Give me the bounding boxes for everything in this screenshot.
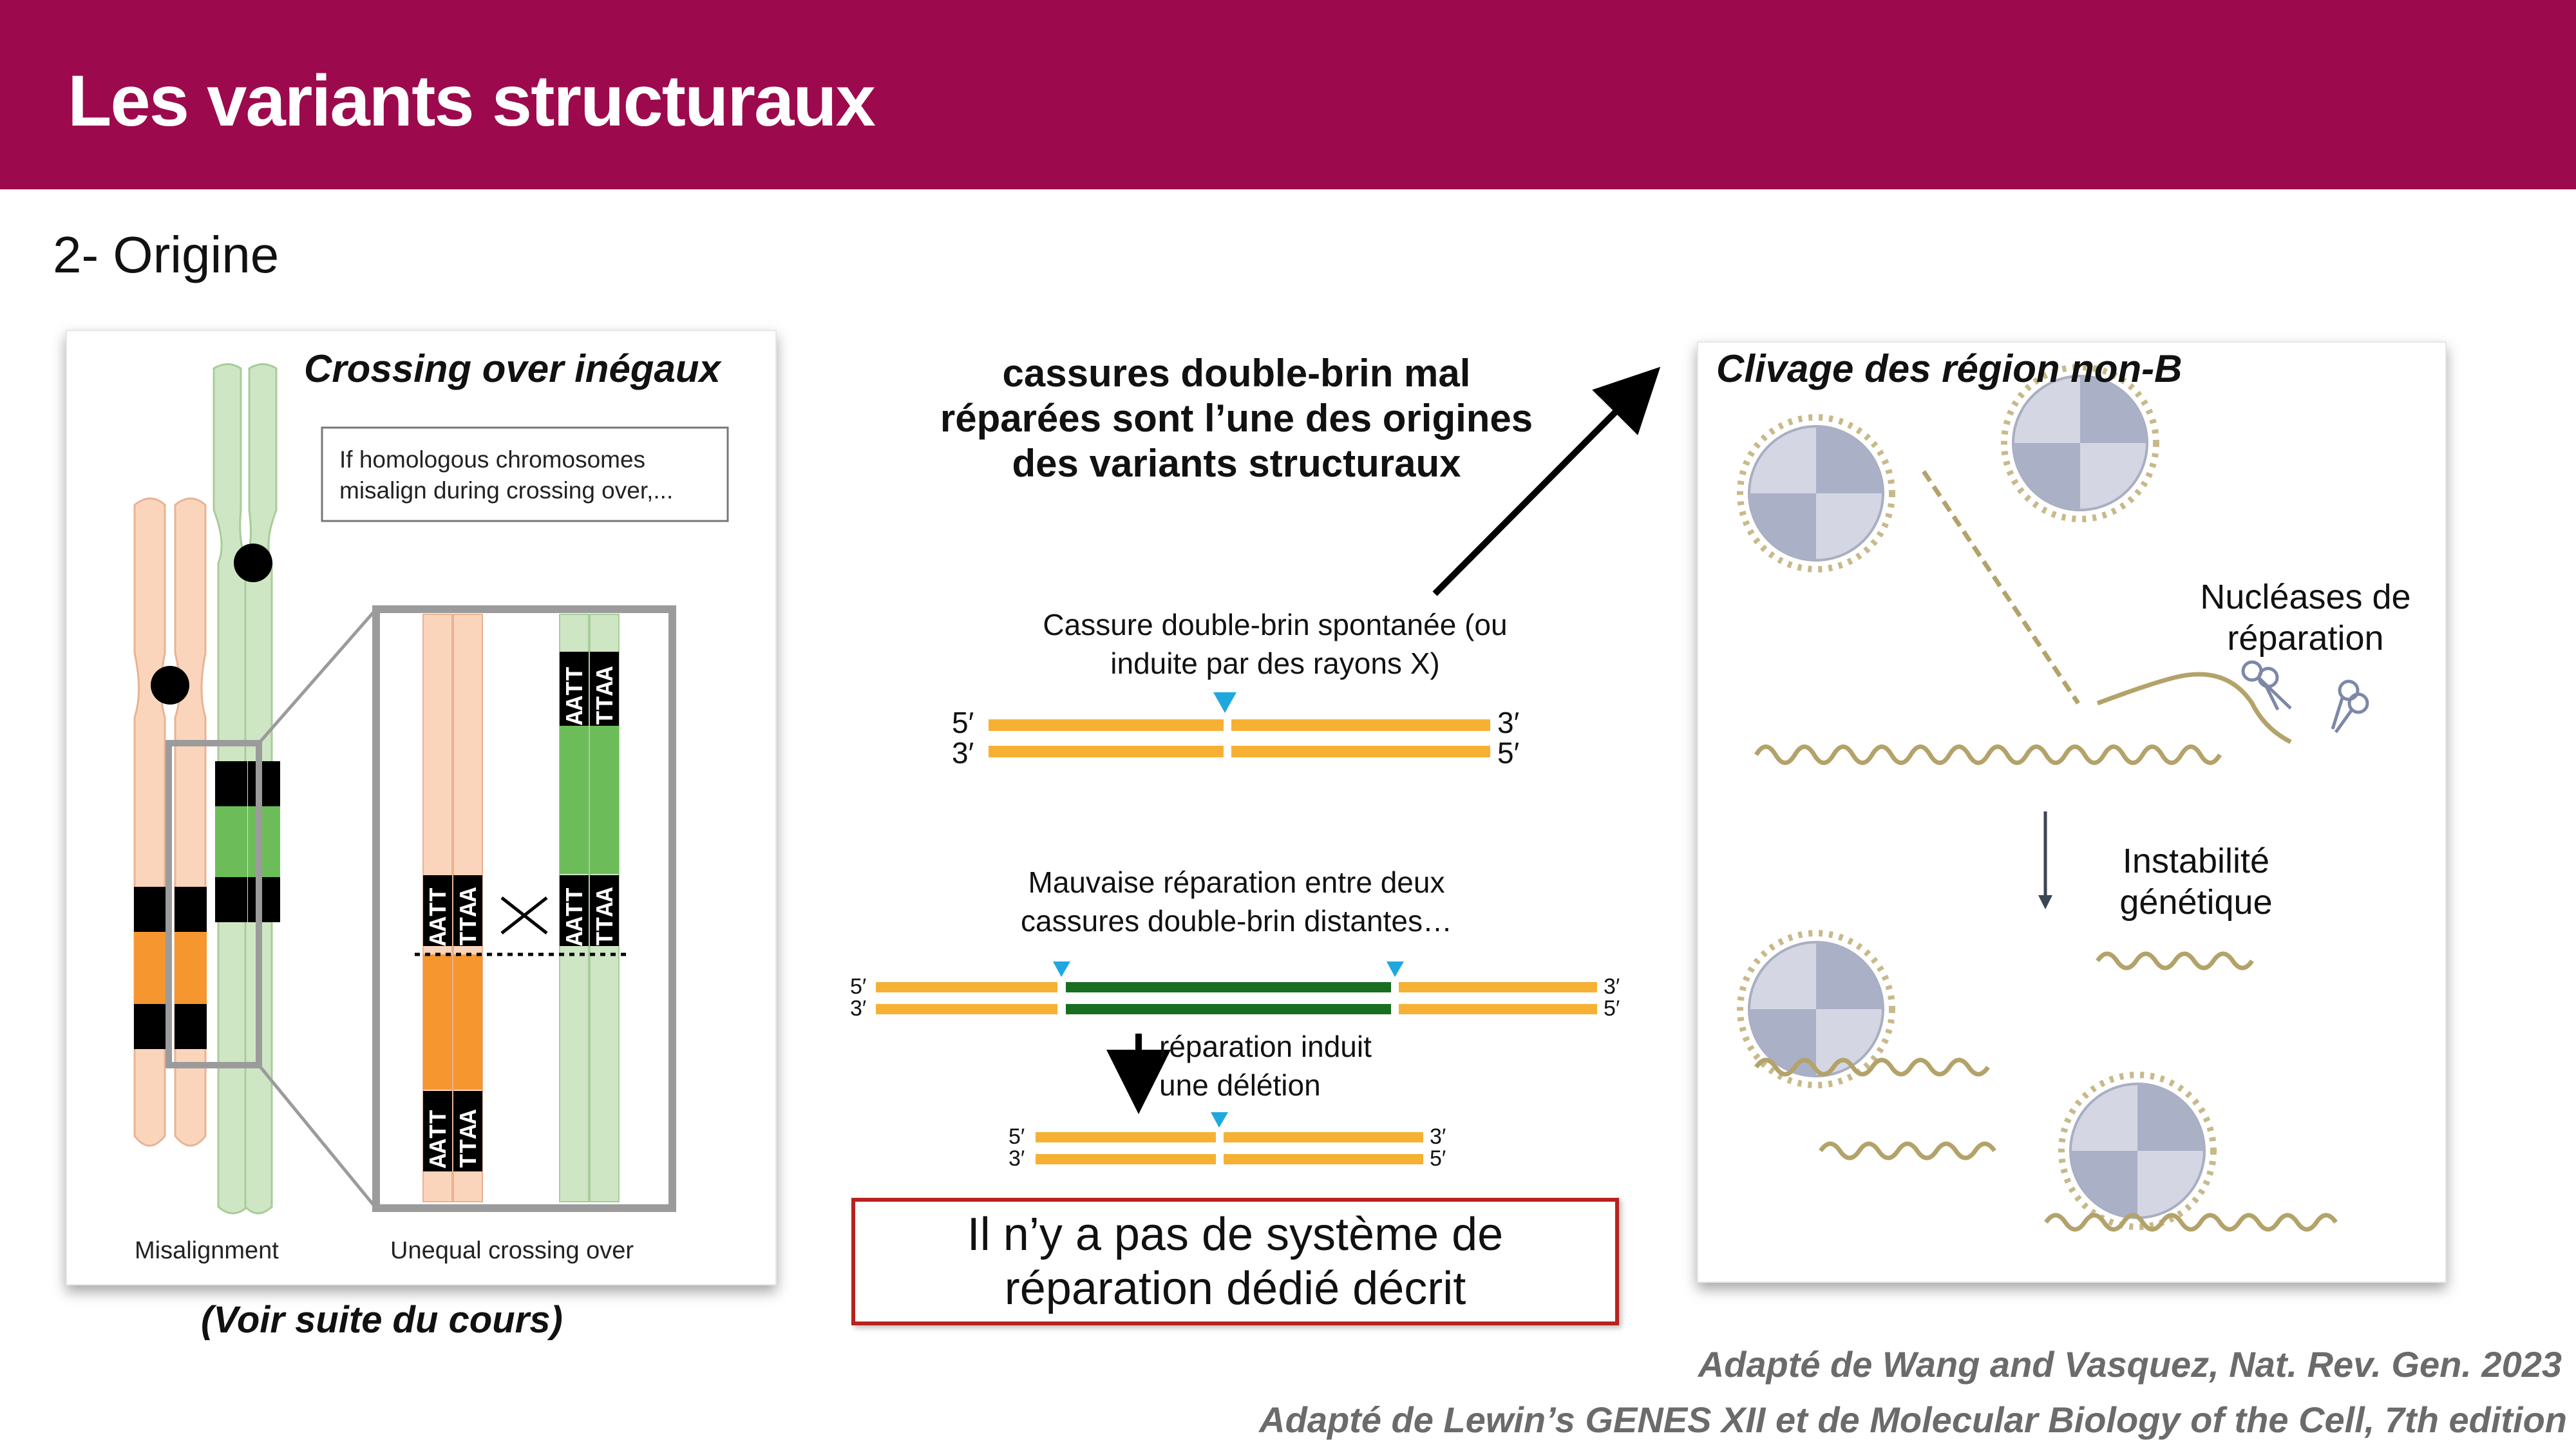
zoom-selection-box: [166, 740, 262, 1068]
seq-label: TTAA: [592, 667, 620, 725]
seq-label: TTAA: [456, 1110, 484, 1168]
dna-strand: [1754, 744, 2222, 765]
nonB-cleavage-figure: [1697, 341, 2447, 1283]
strand-end-label: 3′: [1430, 1124, 1446, 1149]
strand-end-label: 5′: [1604, 996, 1620, 1021]
centromere-dot: [151, 666, 189, 705]
dna-break-example: [989, 692, 1490, 757]
nuclease-label: Nucléases de réparation: [2200, 578, 2411, 658]
title-bar: [0, 0, 2576, 189]
nucleosome: [1740, 417, 1892, 569]
strand-end-label: 5′: [1430, 1146, 1446, 1171]
callout-box: [321, 426, 729, 522]
seq-label: AATT: [562, 887, 590, 946]
scissors-icon: [2331, 679, 2369, 734]
center-heading: cassures double-brin mal réparées sont l…: [940, 352, 1533, 485]
callout-line-2: misalign during crossing over,...: [339, 477, 673, 504]
seq-label: AATT: [426, 1110, 453, 1168]
credit-wang-vasquez: Adapté de Wang and Vasquez, Nat. Rev. Ge…: [1698, 1344, 2562, 1385]
strand-end-label: 3′: [1009, 1146, 1025, 1171]
misrepair-caption: Mauvaise réparation entre deux cassures …: [1021, 866, 1452, 938]
dna-deletion-result: [1036, 1112, 1423, 1164]
strand-end-label: 5′: [850, 974, 866, 999]
strand-end-label: 3′: [1604, 974, 1620, 999]
dna-strand: [1922, 470, 2080, 705]
strand-end-label: 5′: [1497, 736, 1519, 770]
footnote-see-course: (Voir suite du cours): [201, 1299, 563, 1341]
seq-label: AATT: [562, 667, 590, 725]
seq-label: TTAA: [456, 887, 484, 946]
right-panel-heading: Clivage des région non-B: [1716, 347, 2183, 390]
strand-end-label: 5′: [1009, 1124, 1025, 1149]
no-dedicated-repair-box: Il n’y a pas de système de réparation dé…: [851, 1198, 1619, 1325]
strand-end-label: 5′: [952, 706, 974, 739]
break-marker: [1053, 961, 1070, 977]
credit-lewin-mbc: Adapté de Lewin’s GENES XII et de Molecu…: [1259, 1399, 2567, 1440]
dna-strand: [2044, 1213, 2338, 1232]
callout-line-1: If homologous chromosomes: [339, 446, 645, 473]
peach-chromosome: [133, 497, 207, 1147]
seq-label: TTAA: [592, 887, 620, 946]
chromosome-diagram: AATT TTAA AATT TTAA AATT TTAA AATT TTAA …: [133, 363, 729, 1264]
instability-label: Instabilité génétique: [2119, 842, 2273, 922]
zoomed-green-chromatids: [559, 614, 620, 1202]
zoomed-peach-chromatids: [422, 614, 483, 1202]
centromere-dot: [234, 544, 272, 582]
break-marker: [1211, 1112, 1228, 1128]
strand-end-label: 3′: [1497, 706, 1519, 739]
dna-strand: [1754, 1057, 1990, 1077]
dna-strand: [2096, 951, 2254, 971]
nucleosome: [2061, 1075, 2213, 1227]
scissors-icon: [2241, 660, 2292, 711]
dna-strand: [2096, 672, 2292, 744]
break-marker: [1387, 961, 1404, 977]
unequal-crossing-over-figure: AATT TTAA AATT TTAA AATT TTAA AATT TTAA …: [66, 330, 777, 1285]
section-subtitle: 2- Origine: [53, 226, 279, 283]
break-marker: [1213, 692, 1236, 713]
strand-end-label: 3′: [952, 736, 974, 770]
arrow-to-nonB: [1432, 366, 1661, 596]
break-caption: Cassure double-brin spontanée (ou induit…: [1043, 608, 1508, 680]
left-panel-heading: Crossing over inégaux: [304, 347, 721, 390]
repair-arrow-caption: réparation induit une délétion: [1159, 1030, 1372, 1102]
dna-strand: [1819, 1141, 1996, 1160]
label-misalignment: Misalignment: [135, 1237, 279, 1264]
strand-end-label: 3′: [850, 996, 866, 1021]
label-unequal-crossing-over: Unequal crossing over: [390, 1237, 634, 1264]
slide-title: Les variants structuraux: [68, 61, 876, 141]
seq-label: AATT: [426, 887, 453, 946]
dna-misrepair-example: [876, 961, 1597, 1014]
